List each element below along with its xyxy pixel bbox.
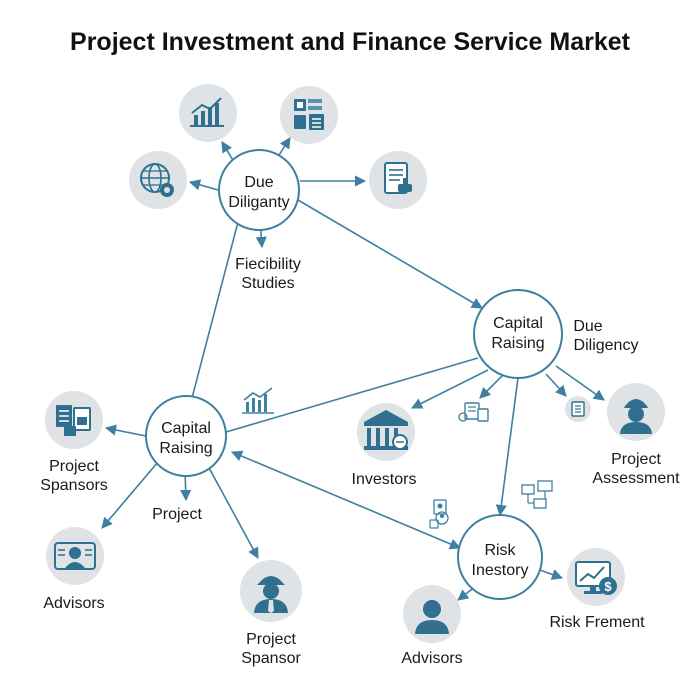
label-project-assessment-line2: Assessment — [592, 470, 680, 487]
person-icon — [403, 585, 461, 643]
node-risk-line2: Inestory — [472, 562, 529, 579]
small-chart-icon — [242, 387, 274, 414]
node-risk-inventory[interactable]: Risk Inestory — [457, 514, 543, 600]
edge-capleft-to-sponsors — [104, 424, 147, 437]
worker-person-icon — [240, 560, 302, 622]
finance-report-icon — [565, 396, 591, 422]
labels: Fiecibility Studies Due Diligency Projec… — [40, 256, 680, 667]
document-stamp-icon — [369, 151, 427, 209]
node-risk-line1: Risk — [484, 542, 516, 559]
label-risk-frement: Risk Frement — [549, 614, 645, 631]
label-advisors-left: Advisors — [43, 595, 104, 612]
edge-capright-to-docreport — [545, 373, 567, 397]
edge-dd-to-globe — [188, 179, 219, 191]
node-due-diligence-line2: Diliganty — [228, 194, 289, 211]
edge-risk-capleft — [230, 450, 462, 550]
edge-dd-to-capital-left — [191, 221, 239, 399]
edge-capleft-to-advisors — [101, 461, 159, 529]
bank-building-icon — [357, 403, 415, 461]
label-project-sponsor-line1: Project — [246, 631, 296, 648]
inspector-person-icon — [607, 383, 665, 441]
label-advisors-bottom: Advisors — [401, 650, 462, 667]
edge-capright-to-assessment — [555, 365, 605, 401]
label-feasibility-line2: Studies — [241, 275, 294, 292]
network-screens-icon — [521, 480, 553, 509]
node-capital-right-line1: Capital — [493, 315, 543, 332]
label-feasibility-line1: Fiecibility — [235, 256, 301, 273]
edge-capright-to-capleft — [225, 357, 479, 433]
label-due-diligency-line2: Diligency — [574, 337, 639, 354]
monitor-dollar-icon: $ — [567, 548, 625, 606]
people-documents-icon — [429, 499, 449, 529]
node-capital-left-line2: Raising — [159, 440, 212, 457]
node-due-diligence-line1: Due — [244, 174, 273, 191]
label-project-sponsor-line2: Spansor — [241, 650, 301, 667]
building-calculator-icon — [458, 402, 489, 422]
node-capital-raising-right[interactable]: Capital Raising — [473, 289, 563, 379]
label-project-sponsors-line1: Project — [49, 458, 99, 475]
edge-risk-to-frement — [539, 569, 564, 580]
diagram-title: Project Investment and Finance Service M… — [70, 28, 631, 56]
node-capital-raising-left[interactable]: Capital Raising — [145, 395, 227, 477]
label-investors: Investors — [352, 471, 417, 488]
user-id-card-icon — [46, 527, 104, 585]
label-due-diligency-line1: Due — [573, 318, 602, 335]
label-project: Project — [152, 506, 202, 523]
edge-capright-to-investors — [410, 369, 489, 409]
document-report-icon — [45, 391, 103, 449]
node-capital-left-line1: Capital — [161, 420, 211, 437]
edges — [101, 137, 605, 601]
edge-dd-to-capital-right — [297, 199, 483, 309]
edge-capleft-to-sponsor — [207, 465, 259, 559]
svg-text:$: $ — [604, 579, 612, 594]
edge-capright-to-risk — [495, 377, 519, 517]
globe-gear-icon — [129, 151, 187, 209]
edge-capright-to-smallreport — [479, 375, 503, 399]
document-grid-icon — [280, 86, 338, 144]
node-due-diligence[interactable]: Due Diliganty — [218, 149, 300, 231]
node-capital-right-line2: Raising — [491, 335, 544, 352]
label-project-sponsors-line2: Spansors — [40, 477, 108, 494]
line-chart-icon — [179, 84, 237, 142]
label-project-assessment-line1: Project — [611, 451, 661, 468]
